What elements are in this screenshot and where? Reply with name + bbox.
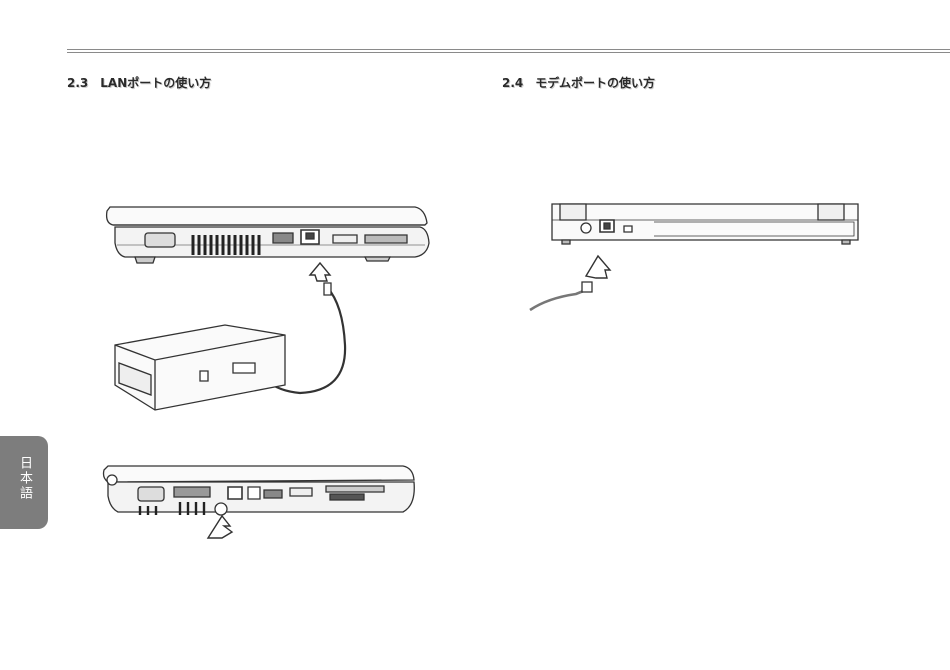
section-title: LANポートの使い方 — [100, 76, 211, 90]
section-heading-lan: 2.3 LANポートの使い方 — [67, 74, 211, 91]
header-rule — [67, 49, 950, 53]
section-number: 2.3 — [67, 76, 88, 90]
lan-port-illustration — [98, 460, 418, 545]
section-heading-modem: 2.4 モデムポートの使い方 — [502, 74, 655, 91]
language-label: 日本語 — [15, 456, 34, 501]
section-number: 2.4 — [502, 76, 523, 90]
modem-connection-illustration — [528, 198, 863, 313]
lan-connection-illustration — [95, 195, 430, 415]
section-title: モデムポートの使い方 — [535, 76, 655, 90]
language-side-tab: 日本語 — [0, 436, 48, 529]
